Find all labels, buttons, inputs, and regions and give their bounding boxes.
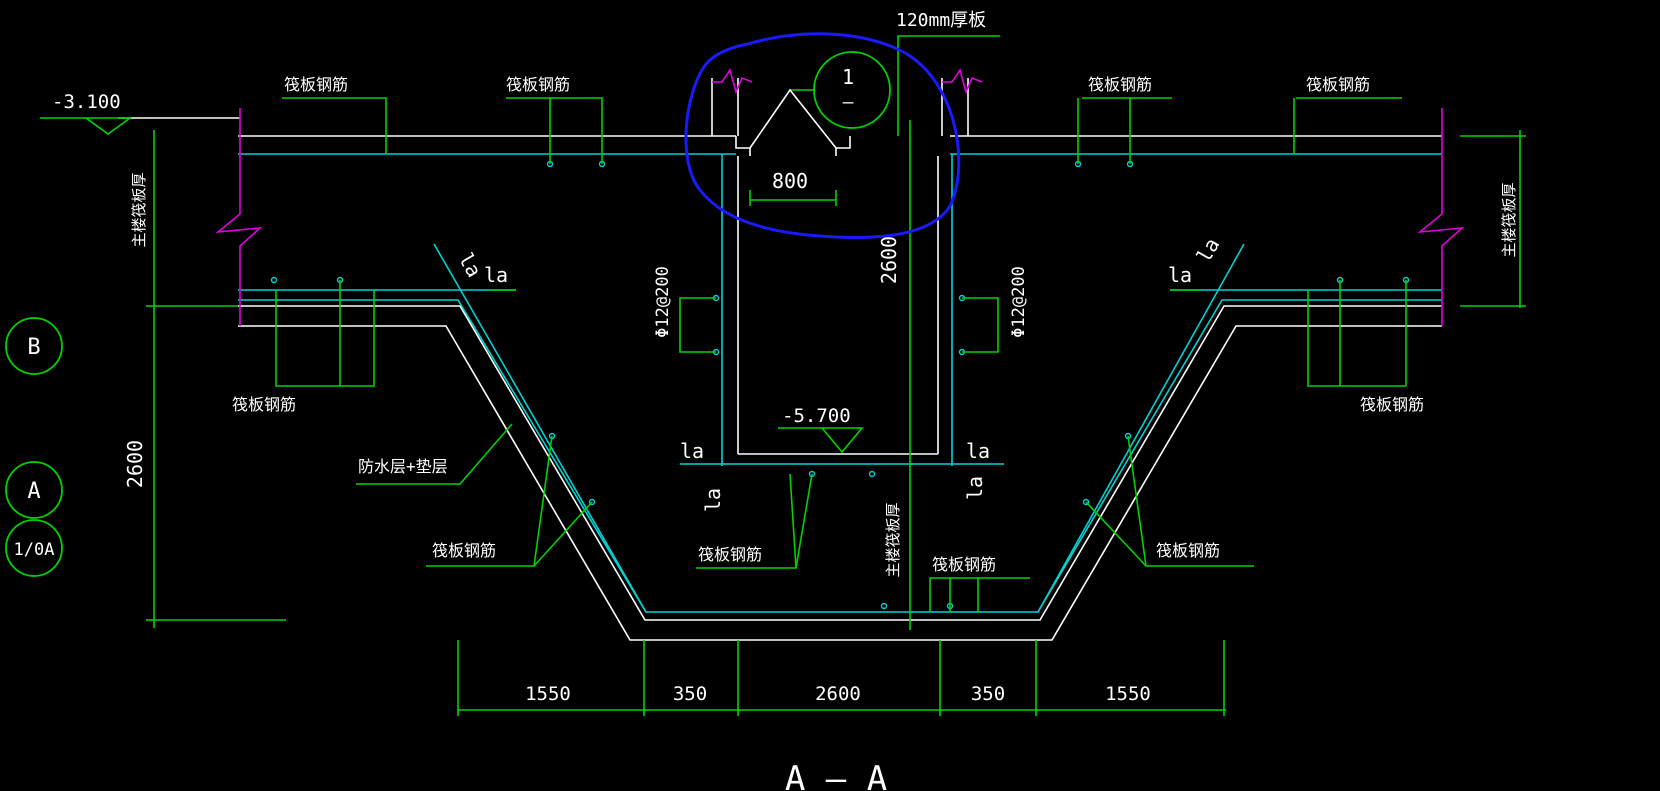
raft-rebar-label-4: 筏板钢筋: [1306, 75, 1370, 94]
rebar-lines: [238, 153, 1442, 613]
text-labels: 120mm厚板 -3.100 1 — 800 2600 2600 Φ12@200…: [14, 10, 1518, 791]
main-slab-thickness-right: 主楼筏板厚: [1500, 182, 1518, 257]
section-title: A — A: [785, 759, 887, 791]
rebar-spec-left: Φ12@200: [653, 266, 673, 338]
dim-800-label: 800: [772, 169, 808, 193]
raft-rebar-label-7: 筏板钢筋: [432, 541, 496, 560]
la-label-3: la: [454, 249, 487, 282]
raft-rebar-label-2: 筏板钢筋: [506, 75, 570, 94]
la-label-4: la: [1192, 234, 1225, 267]
axis-1-0a-label: 1/0A: [14, 540, 55, 560]
detail-sheet: —: [843, 92, 854, 113]
markup-circle: [684, 32, 961, 240]
raft-rebar-label-3: 筏板钢筋: [1088, 75, 1152, 94]
axis-b-label: B: [27, 335, 40, 360]
la-label-6: la: [966, 439, 990, 463]
raft-rebar-label-10: 筏板钢筋: [932, 555, 996, 574]
raft-rebar-label-5: 筏板钢筋: [232, 395, 296, 414]
rebar-spec-right: Φ12@200: [1009, 266, 1029, 338]
dim-2600-left-label: 2600: [123, 440, 147, 488]
plate-thickness-label: 120mm厚板: [896, 10, 986, 31]
dim-bottom-3: 2600: [815, 683, 861, 705]
raft-rebar-label-8: 筏板钢筋: [1156, 541, 1220, 560]
la-label-2: la: [1168, 263, 1192, 287]
concrete-outline: [118, 78, 1442, 641]
dim-2600-vertical-label: 2600: [877, 236, 901, 284]
la-label-7: la: [701, 488, 725, 512]
la-label-5: la: [680, 439, 704, 463]
annotation-leaders: [5, 35, 1526, 716]
dim-bottom-1: 1550: [525, 683, 571, 705]
raft-rebar-label-1: 筏板钢筋: [284, 75, 348, 94]
la-label-8: la: [963, 476, 987, 500]
main-slab-thickness-center: 主楼筏板厚: [884, 502, 902, 577]
axis-a-label: A: [27, 479, 40, 504]
dim-bottom-2: 350: [673, 683, 707, 705]
elevation-top-label: -3.100: [52, 91, 121, 113]
waterproof-label: 防水层+垫层: [358, 457, 448, 476]
dim-bottom-5: 1550: [1105, 683, 1151, 705]
main-slab-thickness-left: 主楼筏板厚: [130, 172, 148, 247]
break-lines: [215, 68, 1465, 326]
dim-bottom-4: 350: [971, 683, 1005, 705]
la-label-1: la: [484, 263, 508, 287]
elevation-pit-label: -5.700: [782, 405, 851, 427]
raft-rebar-label-9: 筏板钢筋: [698, 545, 762, 564]
detail-number: 1: [842, 65, 854, 89]
raft-rebar-label-6: 筏板钢筋: [1360, 395, 1424, 414]
